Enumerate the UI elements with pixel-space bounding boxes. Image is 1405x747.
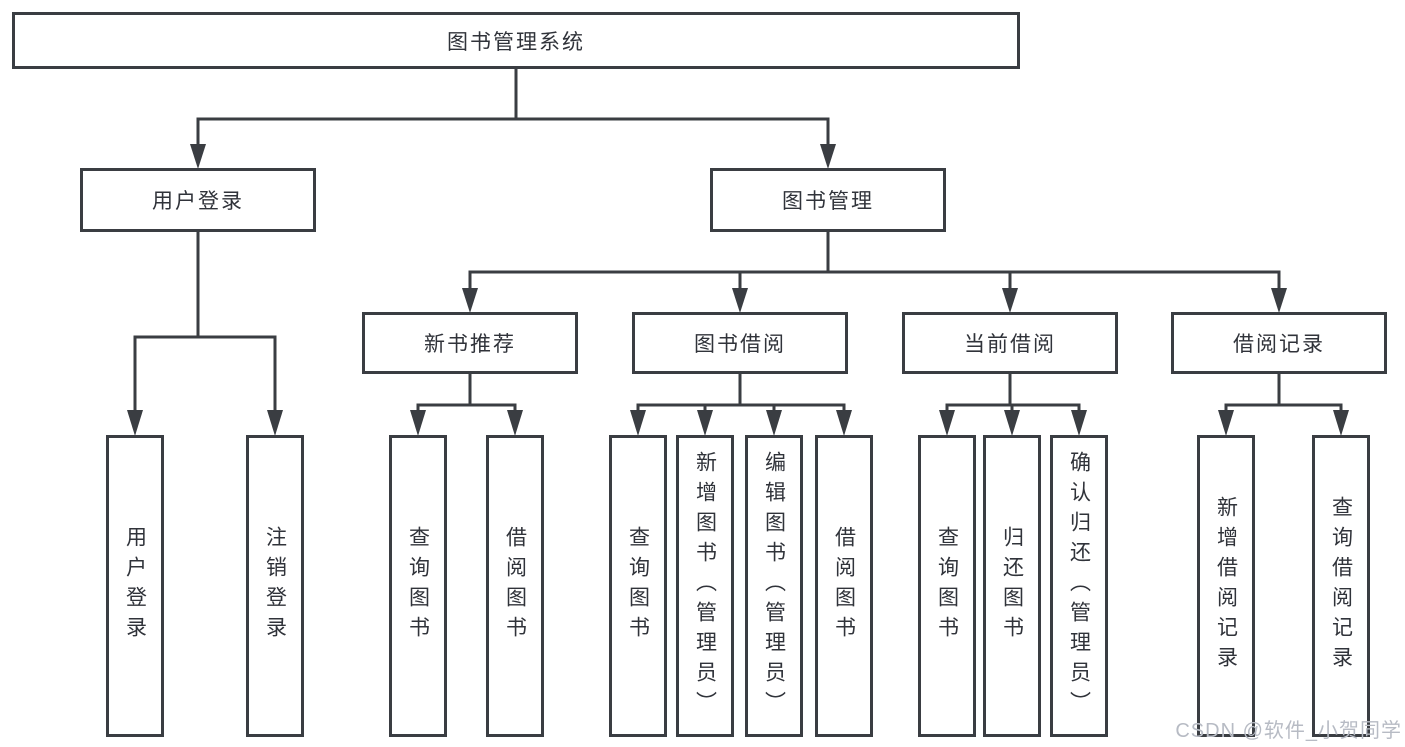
- leaf-return-books: 归还图书: [983, 435, 1041, 737]
- leaf-confirm-return-admin: 确认归还（管理员）: [1050, 435, 1108, 737]
- leaf-label: 新增借阅记录: [1214, 496, 1238, 676]
- leaf-recommend-query-books: 查询图书: [389, 435, 447, 737]
- leaf-label: 查询图书: [626, 526, 650, 646]
- leaf-label: 新增图书（管理员）: [693, 451, 717, 721]
- leaf-add-borrow-record: 新增借阅记录: [1197, 435, 1255, 737]
- node-root-system: 图书管理系统: [12, 12, 1020, 69]
- node-current-borrow: 当前借阅: [902, 312, 1118, 374]
- leaf-current-query-books: 查询图书: [918, 435, 976, 737]
- leaf-user-login: 用户登录: [106, 435, 164, 737]
- leaf-query-borrow-record: 查询借阅记录: [1312, 435, 1370, 737]
- leaf-logout: 注销登录: [246, 435, 304, 737]
- leaf-label: 查询图书: [406, 526, 430, 646]
- node-book-borrow: 图书借阅: [632, 312, 848, 374]
- node-new-book-recommend: 新书推荐: [362, 312, 578, 374]
- node-user-login: 用户登录: [80, 168, 316, 232]
- leaf-label: 注销登录: [263, 526, 287, 646]
- leaf-label: 确认归还（管理员）: [1067, 451, 1091, 721]
- leaf-edit-book-admin: 编辑图书（管理员）: [745, 435, 803, 737]
- leaf-borrow-query-books: 查询图书: [609, 435, 667, 737]
- leaf-label: 借阅图书: [832, 526, 856, 646]
- csdn-watermark: CSDN @软件_小贺同学: [1175, 720, 1402, 742]
- leaf-label: 查询借阅记录: [1329, 496, 1353, 676]
- leaf-label: 查询图书: [935, 526, 959, 646]
- leaf-label: 编辑图书（管理员）: [762, 451, 786, 721]
- leaf-borrow-books: 借阅图书: [815, 435, 873, 737]
- leaf-recommend-borrow-books: 借阅图书: [486, 435, 544, 737]
- node-borrow-records: 借阅记录: [1171, 312, 1387, 374]
- leaf-label: 用户登录: [123, 526, 147, 646]
- leaf-label: 归还图书: [1000, 526, 1024, 646]
- leaf-label: 借阅图书: [503, 526, 527, 646]
- leaf-add-book-admin: 新增图书（管理员）: [676, 435, 734, 737]
- node-book-management: 图书管理: [710, 168, 946, 232]
